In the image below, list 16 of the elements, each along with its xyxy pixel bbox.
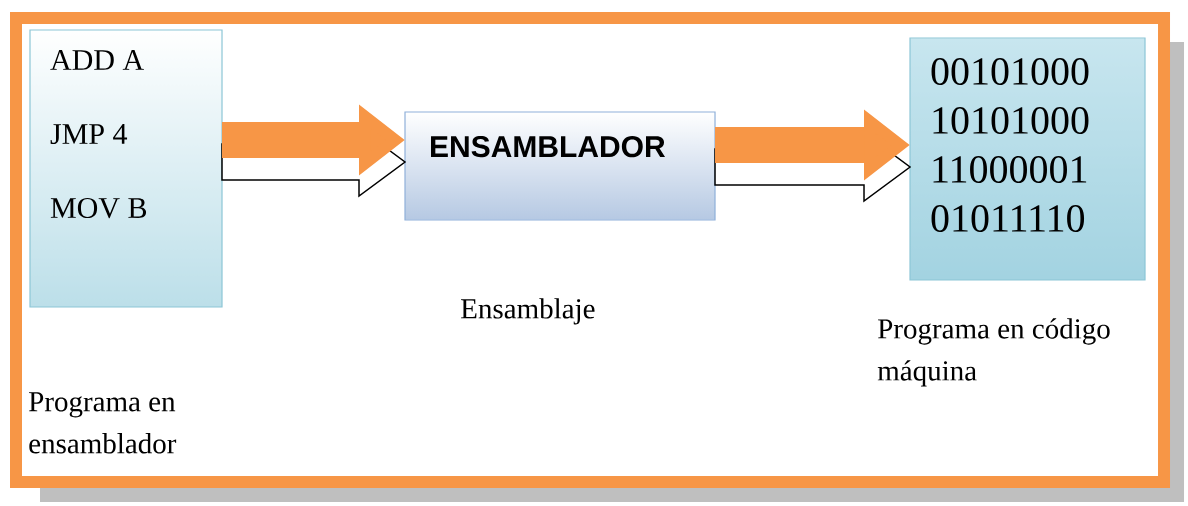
text-line: 10101000	[933, 107, 1089, 134]
text-line: 11000001	[933, 156, 1087, 183]
machine-code-box	[909, 37, 1146, 281]
block-arrow	[221, 104, 407, 198]
text-line: MOV B	[50, 197, 147, 219]
text-line: JMP 4	[50, 124, 128, 145]
node-label: Ensamblaje	[461, 298, 595, 325]
node-label: Programa en ensamblador	[29, 392, 177, 454]
text-line: 01011110	[931, 205, 1085, 232]
text-line: 00101000	[931, 58, 1089, 85]
node-label: Programa en código máquina	[877, 318, 1110, 387]
text-line: ADD A	[50, 50, 144, 70]
text-line: ENSAMBLADOR	[431, 136, 666, 158]
process-box	[404, 111, 716, 221]
block-arrow	[714, 109, 912, 203]
code-box	[29, 29, 223, 308]
